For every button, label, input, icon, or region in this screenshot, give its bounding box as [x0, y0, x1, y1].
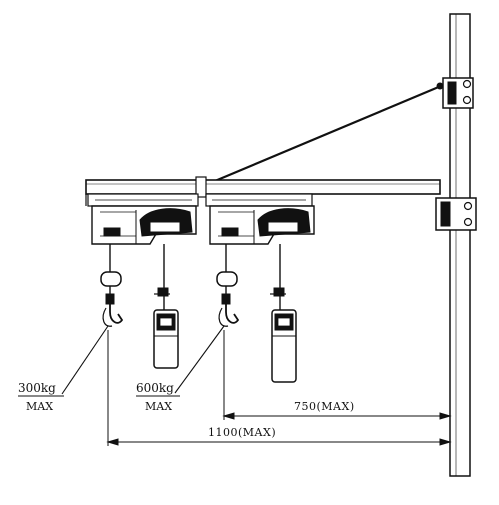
hoist-outer: [87, 193, 199, 369]
lower-mast-bracket: [435, 197, 477, 231]
label-300-unit: MAX: [26, 400, 53, 413]
upper-mast-bracket: [436, 77, 474, 109]
label-load-300: 300kg MAX: [18, 381, 64, 413]
tie-rod: [202, 84, 442, 188]
label-300-value: 300kg: [18, 381, 56, 395]
label-600-unit: MAX: [145, 400, 172, 413]
leader-line-300: [61, 325, 109, 395]
dimension-1100: [106, 438, 452, 446]
leader-line-600: [174, 325, 225, 394]
dimension-1100-label: 1100(MAX): [208, 426, 276, 439]
dimension-750-label: 750(MAX): [294, 400, 355, 413]
dimension-750: [222, 412, 452, 420]
label-600-value: 600kg: [136, 381, 174, 395]
hoist-inner: [205, 193, 315, 383]
label-load-600: 600kg MAX: [136, 381, 180, 413]
jib-arm: [85, 176, 441, 206]
